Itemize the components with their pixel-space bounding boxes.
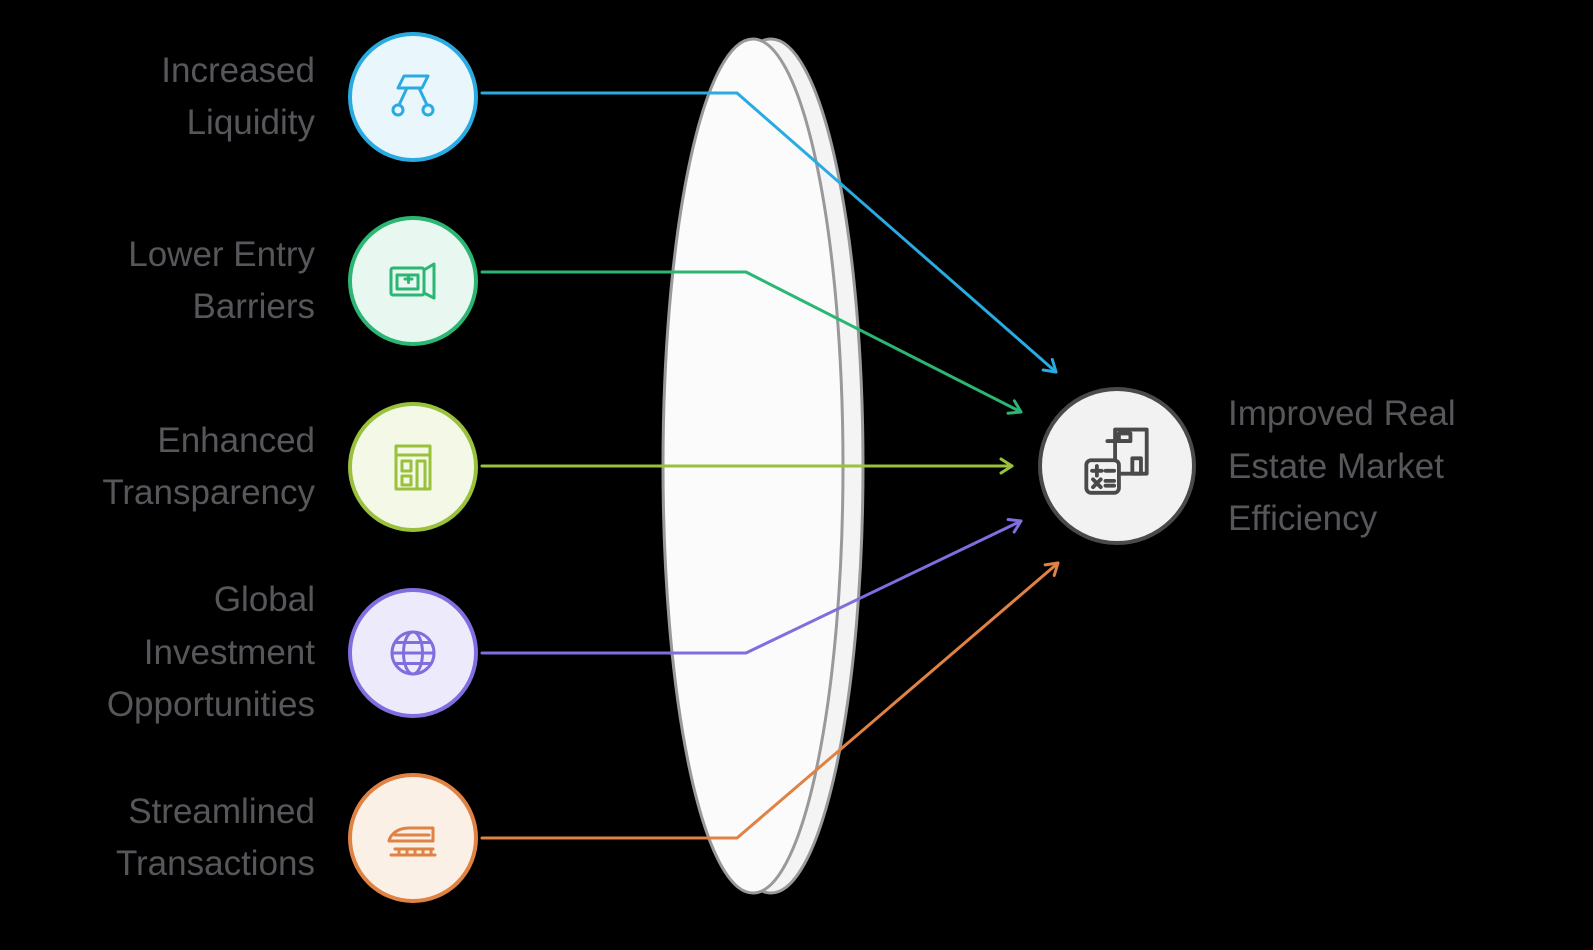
globe-icon (390, 630, 436, 676)
connector-lower-entry-barriers (480, 270, 1023, 415)
calculator-document-icon (1084, 427, 1149, 495)
flowchart-nodes-icon (391, 74, 435, 117)
factor-label-global-investment: Global Investment Opportunities (106, 580, 315, 725)
building-icon (394, 444, 432, 491)
factor-label-enhanced-transparency: Enhanced Transparency (102, 420, 315, 513)
train-icon (387, 826, 437, 857)
factor-icon-circle-increased-liquidity (348, 32, 478, 162)
factor-label-increased-liquidity: Increased Liquidity (161, 50, 315, 143)
factor-label-lower-entry-barriers: Lower Entry Barriers (128, 234, 315, 327)
factor-label-streamlined-transactions: Streamlined Transactions (115, 791, 315, 884)
factor-icon-circle-global-investment (348, 588, 478, 718)
output-icon-circle (1038, 387, 1196, 545)
factor-icon-circle-streamlined-transactions (348, 773, 478, 903)
factor-icon-circle-lower-entry-barriers (348, 216, 478, 346)
output-label: Improved Real Estate Market Efficiency (1228, 394, 1456, 538)
connector-global-investment (480, 517, 1023, 655)
wallet-icon (389, 262, 436, 300)
connector-streamlined-transactions (480, 561, 1060, 840)
connector-increased-liquidity (480, 91, 1058, 374)
factor-icon-circle-enhanced-transparency (348, 402, 478, 532)
connector-lines (480, 91, 1060, 840)
